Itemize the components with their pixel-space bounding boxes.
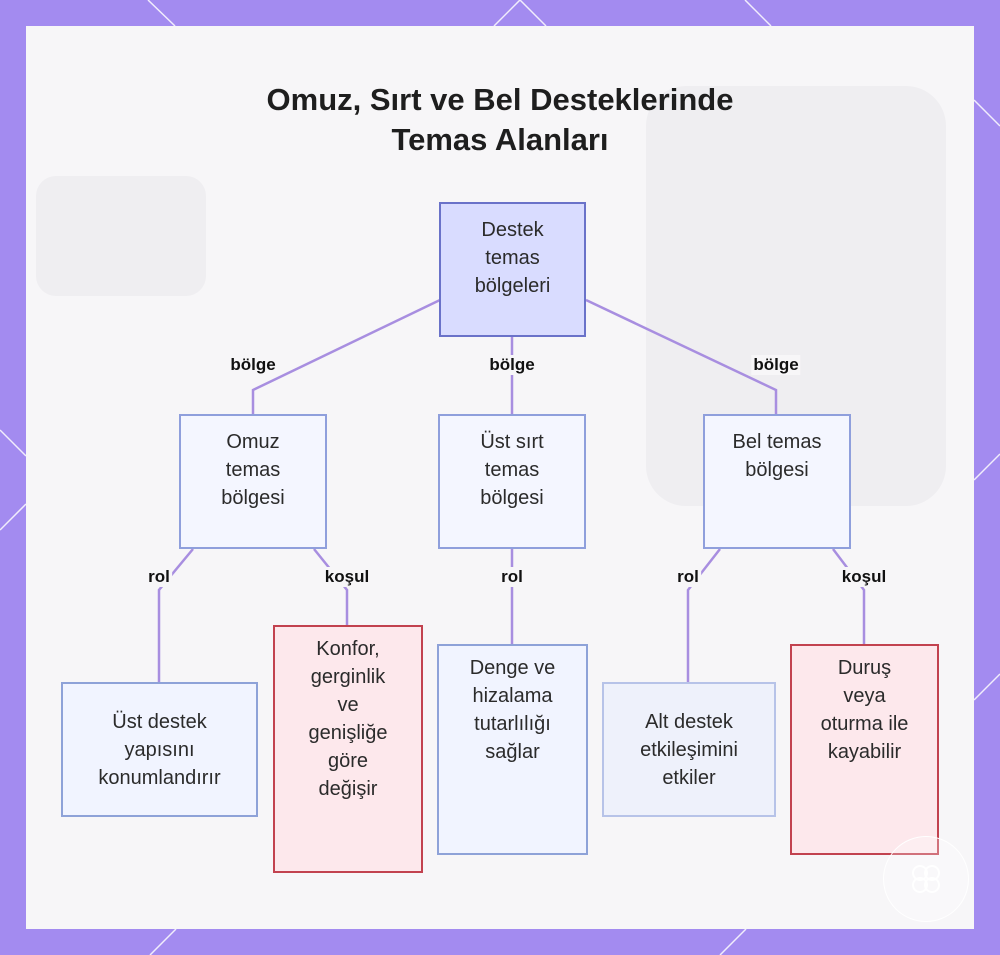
edge-shoulder-role <box>157 548 194 682</box>
edge-lowerback-role <box>686 548 721 682</box>
edge-root-shoulder <box>251 298 441 414</box>
node-text-line: Konfor, <box>316 638 380 660</box>
node-upper-back: Üst sırt temas bölgesi <box>438 414 586 549</box>
node-text-line: veya <box>843 685 886 707</box>
node-text-line: Omuz <box>226 431 280 453</box>
edge-label-bolge-right: bölge <box>751 355 801 375</box>
edge-shoulder-condition <box>313 548 349 625</box>
edge-label-kosul-shoulder: koşul <box>322 567 372 587</box>
edge-lowerback-condition <box>832 548 866 644</box>
node-shoulder-role: Üst destek yapısını konumlandırır <box>61 682 258 817</box>
edge-label-bolge-center: bölge <box>487 355 537 375</box>
edge-label-rol-shoulder: rol <box>146 567 172 587</box>
node-root: Destek temas bölgeleri <box>439 202 586 337</box>
node-lower-back: Bel temas bölgesi <box>703 414 851 549</box>
node-text-line: temas <box>485 247 540 269</box>
edge-label-bolge-left: bölge <box>228 355 278 375</box>
node-text-line: sağlar <box>485 741 540 763</box>
edge-root-lowerback <box>585 298 778 414</box>
background-blur-shape <box>36 176 206 296</box>
node-text-line: gerginlik <box>310 666 386 688</box>
node-shoulder-condition: Konfor, gerginlik ve genişliğe göre değişir <box>273 625 423 873</box>
edge-label-rol-upperback: rol <box>499 567 525 587</box>
node-text-line: tutarlılığı <box>474 713 551 735</box>
node-text-line: bölgesi <box>480 487 544 509</box>
node-text-line: Bel temas <box>732 431 822 453</box>
node-text-line: temas <box>225 459 281 481</box>
node-text-line: Destek <box>481 219 544 241</box>
node-text-line: bölgeleri <box>474 275 551 297</box>
node-lower-back-role: Alt destek etkileşimini etkiler <box>602 682 776 817</box>
diagram-title: Omuz, Sırt ve Bel Desteklerinde Temas Al… <box>0 80 1000 160</box>
node-text-line: oturma ile <box>820 713 909 735</box>
node-lower-back-condition: Duruş veya oturma ile kayabilir <box>790 644 939 855</box>
edge-label-rol-lowerback: rol <box>675 567 701 587</box>
node-text-line: Üst destek <box>112 710 207 733</box>
node-text-line: konumlandırır <box>98 766 221 789</box>
node-upper-back-role: Denge ve hizalama tutarlılığı sağlar <box>437 644 588 855</box>
node-text-line: Alt destek <box>645 710 733 733</box>
node-text-line: kayabilir <box>827 741 902 763</box>
title-line-1: Omuz, Sırt ve Bel Desteklerinde <box>266 82 734 117</box>
node-text-line: Duruş <box>837 657 892 679</box>
node-text-line: etkiler <box>662 766 716 789</box>
node-text-line: bölgesi <box>221 487 285 509</box>
edge-label-kosul-lowerback: koşul <box>839 567 889 587</box>
node-text-line: hizalama <box>472 685 553 707</box>
logo-icon <box>912 865 940 893</box>
node-text-line: Üst sırt <box>480 431 544 453</box>
node-text-line: değişir <box>318 778 378 800</box>
node-text-line: genişliğe <box>308 722 388 744</box>
node-text-line: göre <box>327 750 369 772</box>
node-text-line: yapısını <box>124 738 195 761</box>
title-line-2: Temas Alanları <box>391 122 609 157</box>
node-text-line: Denge ve <box>469 657 556 679</box>
node-text-line: ve <box>337 694 359 716</box>
node-text-line: bölgesi <box>745 459 809 481</box>
node-text-line: temas <box>484 459 540 481</box>
logo-badge <box>883 836 969 922</box>
node-shoulder: Omuz temas bölgesi <box>179 414 327 549</box>
node-text-line: etkileşimini <box>640 738 738 761</box>
